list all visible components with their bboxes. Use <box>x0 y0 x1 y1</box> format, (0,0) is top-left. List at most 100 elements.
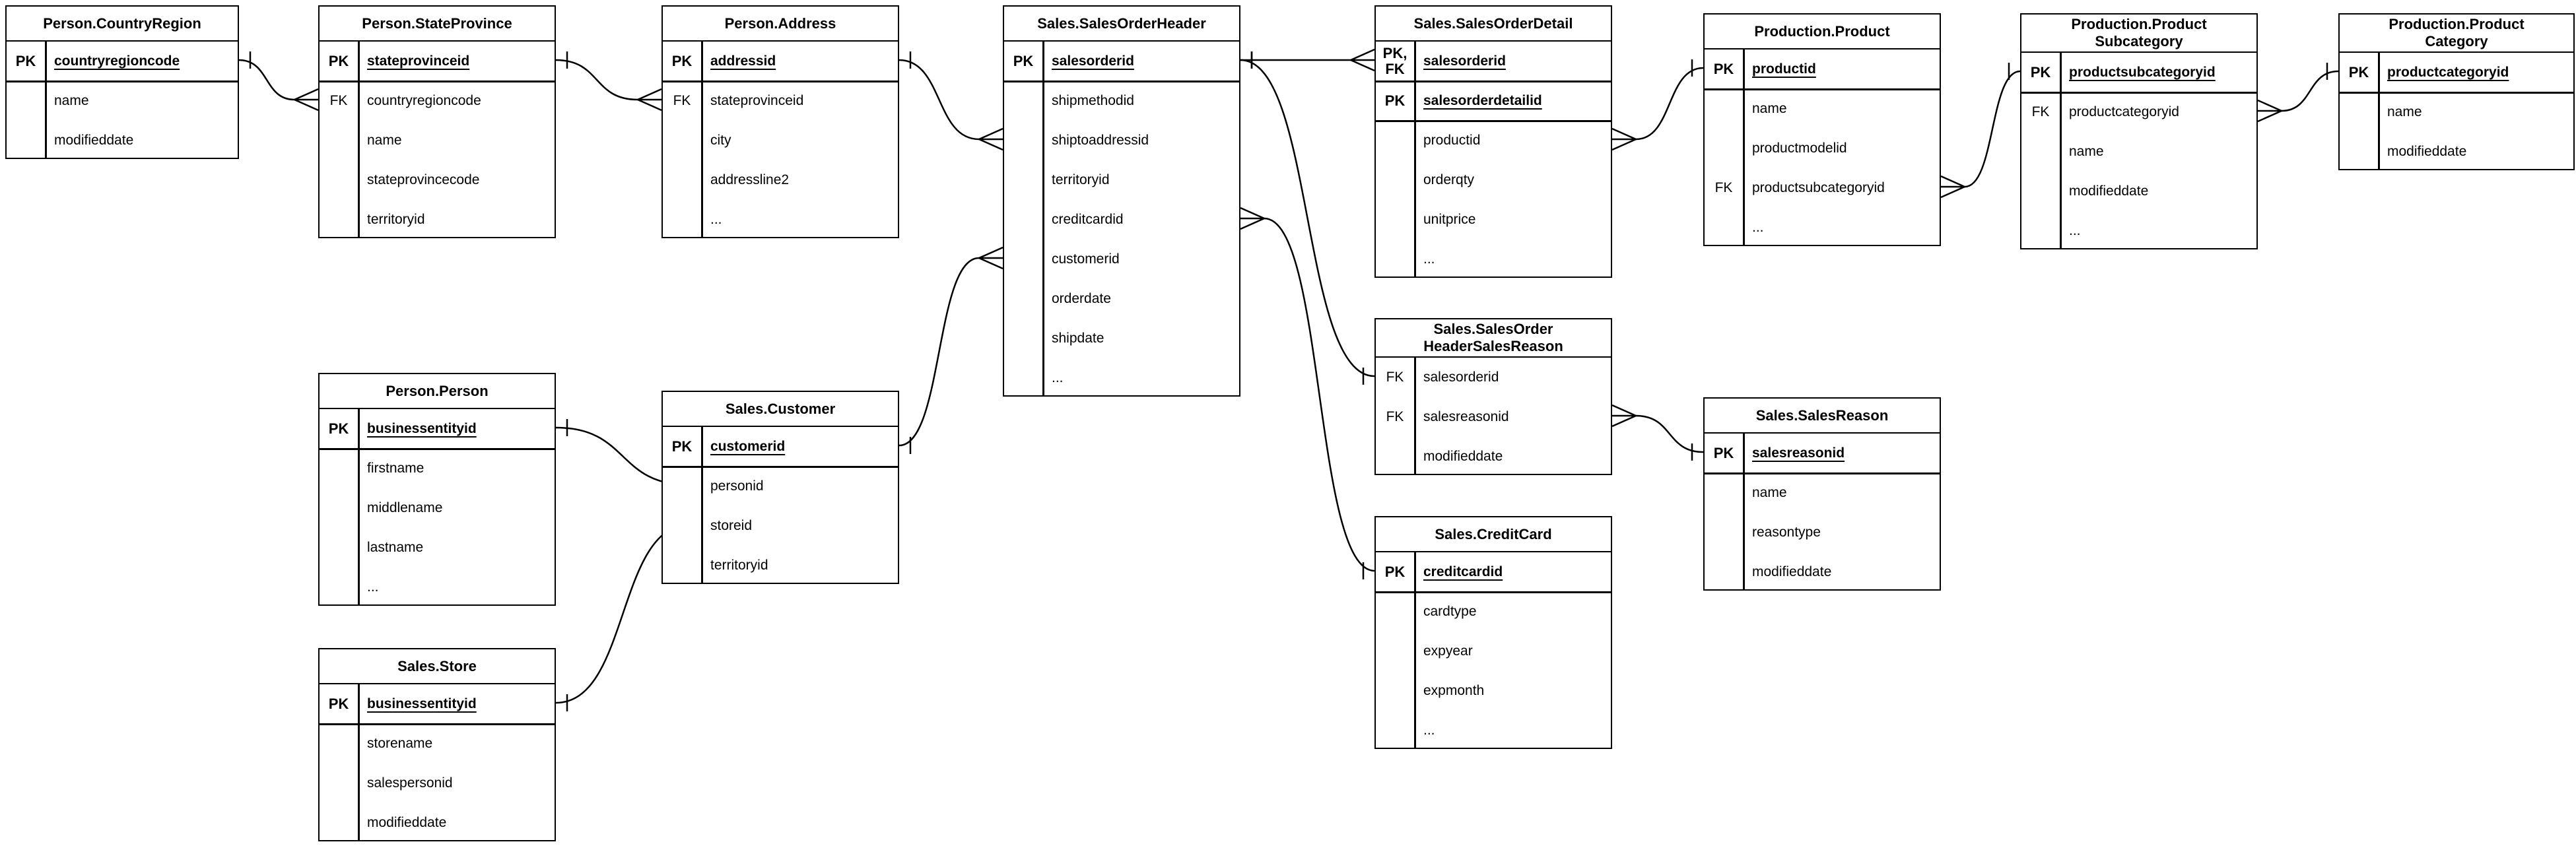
attribute-name: salesreasonid <box>1752 445 1845 461</box>
key-label: PK <box>1713 61 1734 77</box>
attribute-name: ... <box>710 212 722 227</box>
section-divider <box>1376 81 1611 82</box>
key-label <box>1376 592 1414 632</box>
table-row: creditcardid <box>1004 200 1239 240</box>
entity-title: Sales.Store <box>320 649 555 684</box>
key-label <box>320 121 358 160</box>
table-row: ... <box>1004 358 1239 398</box>
key-label <box>1705 513 1743 552</box>
key-label: PK <box>1384 564 1406 580</box>
entity-title-line: Sales.SalesOrderHeader <box>1037 15 1206 32</box>
table-row: shipmethodid <box>1004 81 1239 121</box>
table-row: name <box>1705 473 1940 513</box>
table-row: ... <box>663 200 898 240</box>
key-label <box>320 449 358 488</box>
key-label <box>1705 208 1743 247</box>
table-row: personid <box>663 467 898 506</box>
attribute-name: shipmethodid <box>1052 93 1134 108</box>
table-row: ... <box>320 568 555 607</box>
table-row: expyear <box>1376 632 1611 671</box>
key-label: FK <box>673 93 691 108</box>
attribute-name: productsubcategoryid <box>1752 180 1885 195</box>
relationship-Sales.SalesOrderHeader-Sales.CreditCard <box>1240 207 1375 579</box>
attribute-name: addressid <box>710 53 776 69</box>
attribute-name: ... <box>1423 723 1435 738</box>
table-row: orderdate <box>1004 279 1239 319</box>
key-label: FK <box>1714 180 1733 195</box>
key-label: PK <box>328 420 349 437</box>
table-row: ... <box>1376 240 1611 279</box>
key-label: PK <box>328 53 349 69</box>
attribute-name: name <box>2387 104 2422 119</box>
entity-title-line: Sales.SalesReason <box>1755 407 1889 424</box>
attribute-name: territoryid <box>367 212 425 227</box>
table-row: reasontype <box>1705 513 1940 552</box>
key-label <box>1004 200 1042 240</box>
key-column-divider <box>358 409 360 604</box>
table-row: name <box>1705 89 1940 129</box>
attribute-name: modifieddate <box>1752 564 1832 579</box>
table-row: salespersonid <box>320 764 555 803</box>
relationship-line <box>1635 67 1704 141</box>
key-label: PK, FK <box>1382 45 1407 77</box>
attribute-name: middlename <box>367 500 443 515</box>
attribute-name: storeid <box>710 518 753 533</box>
key-label <box>320 200 358 240</box>
key-label: PK <box>671 53 693 69</box>
relationship-line <box>2281 70 2339 112</box>
attribute-name: modifieddate <box>2387 144 2467 159</box>
attribute-name: stateprovinceid <box>367 53 470 69</box>
table-row: productid <box>1376 121 1611 160</box>
attribute-name: shipdate <box>1052 331 1104 346</box>
attribute-name: ... <box>1752 220 1764 235</box>
relationship-Sales.SalesOrderDetail-Production.Product <box>1611 59 1704 151</box>
attribute-name: cardtype <box>1423 604 1477 619</box>
key-label <box>1004 81 1042 121</box>
key-label <box>1376 121 1414 160</box>
key-label <box>2021 132 2060 172</box>
table-row: addressline2 <box>663 160 898 200</box>
relationship-Person.CountryRegion-Person.StateProvince <box>238 51 319 112</box>
attribute-name: productid <box>1752 61 1816 77</box>
key-label <box>663 506 701 546</box>
attribute-name: salesorderdetailid <box>1423 93 1542 108</box>
key-column-divider <box>1042 42 1044 395</box>
entity-title-line: Production.Product <box>2071 16 2207 32</box>
section-divider <box>1376 591 1611 593</box>
attribute-name: salespersonid <box>367 775 453 791</box>
table-row: storeid <box>663 506 898 546</box>
table-row: FK productsubcategoryid <box>1705 168 1940 208</box>
section-divider <box>1705 88 1940 90</box>
attribute-name: businessentityid <box>367 421 477 436</box>
key-label: PK <box>328 696 349 712</box>
entity-title-line: Person.StateProvince <box>362 15 512 32</box>
relationship-Sales.SalesOrderHeaderSalesReason-Sales.SalesReason <box>1611 404 1704 461</box>
key-label <box>7 121 45 160</box>
entity-title: Production.Product <box>1705 15 1940 49</box>
section-divider <box>1004 81 1239 82</box>
attribute-name: territoryid <box>1052 172 1110 187</box>
from-many-crowfoot <box>2257 99 2282 123</box>
key-label: PK <box>671 438 693 455</box>
attribute-name: expyear <box>1423 643 1473 659</box>
table-row: storename <box>320 724 555 764</box>
